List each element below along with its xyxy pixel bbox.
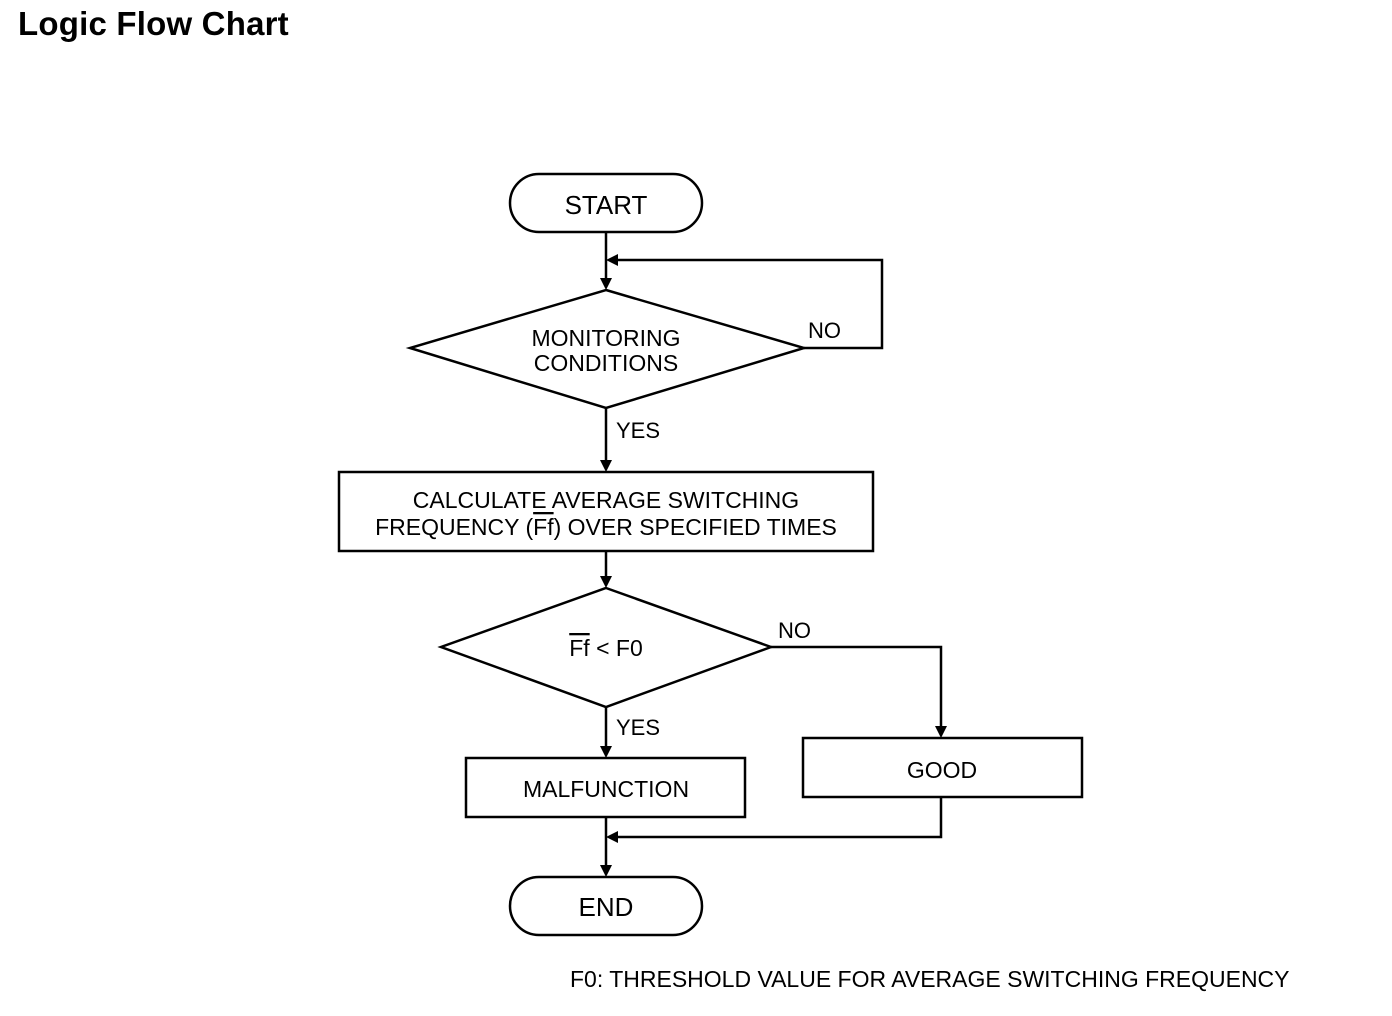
- monitoring-conditions-decision: MONITORING CONDITIONS: [405, 288, 809, 410]
- end-label: END: [579, 892, 634, 922]
- connector-good-to-merge: [606, 797, 943, 843]
- compare-average-symbol: Ff: [569, 635, 590, 661]
- connector-malfunction-to-end: [600, 817, 612, 877]
- connector-calculate-to-compare: [600, 551, 612, 588]
- monitoring-yes-label: YES: [616, 418, 660, 443]
- calculate-label-line1: CALCULATE AVERAGE SWITCHING: [413, 487, 799, 513]
- monitoring-label-line2: CONDITIONS: [534, 350, 678, 376]
- compare-decision: Ff < F0: [437, 586, 775, 709]
- monitoring-label-line1: MONITORING: [531, 325, 680, 351]
- compare-label: Ff < F0: [569, 635, 643, 661]
- page-title: Logic Flow Chart: [18, 5, 289, 42]
- monitoring-no-label: NO: [808, 318, 841, 343]
- threshold-footnote: F0: THRESHOLD VALUE FOR AVERAGE SWITCHIN…: [570, 966, 1290, 992]
- start-label: START: [565, 190, 648, 220]
- compare-no-label: NO: [778, 618, 811, 643]
- start-node: START: [508, 172, 704, 234]
- malfunction-process: MALFUNCTION: [464, 756, 747, 819]
- calculate-label-line2: FREQUENCY (Ff) OVER SPECIFIED TIMES: [375, 514, 837, 540]
- good-label: GOOD: [907, 757, 977, 783]
- connector-compare-yes-to-malfunction: [600, 707, 612, 758]
- calculate-label-line2-after: ) OVER SPECIFIED TIMES: [554, 514, 837, 540]
- connector-compare-no-to-good: [771, 645, 947, 738]
- good-process: GOOD: [801, 736, 1084, 799]
- malfunction-label: MALFUNCTION: [523, 776, 689, 802]
- connector-start-to-monitoring: [600, 232, 612, 290]
- connector-monitoring-no-loop: [606, 254, 884, 350]
- calculate-label-line2-before: FREQUENCY (: [375, 514, 533, 540]
- end-node: END: [508, 875, 704, 937]
- calculate-average-symbol: Ff: [533, 514, 554, 540]
- connector-monitoring-to-calculate: [600, 408, 612, 472]
- calculate-process: CALCULATE AVERAGE SWITCHING FREQUENCY (F…: [337, 470, 875, 553]
- compare-yes-label: YES: [616, 715, 660, 740]
- compare-threshold-text: < F0: [590, 635, 643, 661]
